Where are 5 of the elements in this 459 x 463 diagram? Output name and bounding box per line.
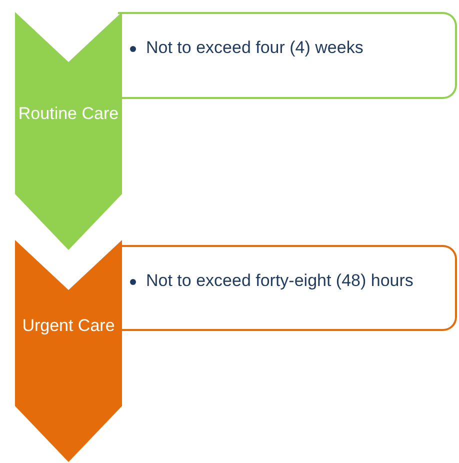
category-label: Routine Care xyxy=(17,103,120,125)
category-label: Urgent Care xyxy=(21,315,116,337)
content-panel xyxy=(118,12,457,99)
bullet-text: Not to exceed forty-eight (48) hours xyxy=(146,270,414,292)
bullet-text: Not to exceed four (4) weeks xyxy=(146,37,364,59)
